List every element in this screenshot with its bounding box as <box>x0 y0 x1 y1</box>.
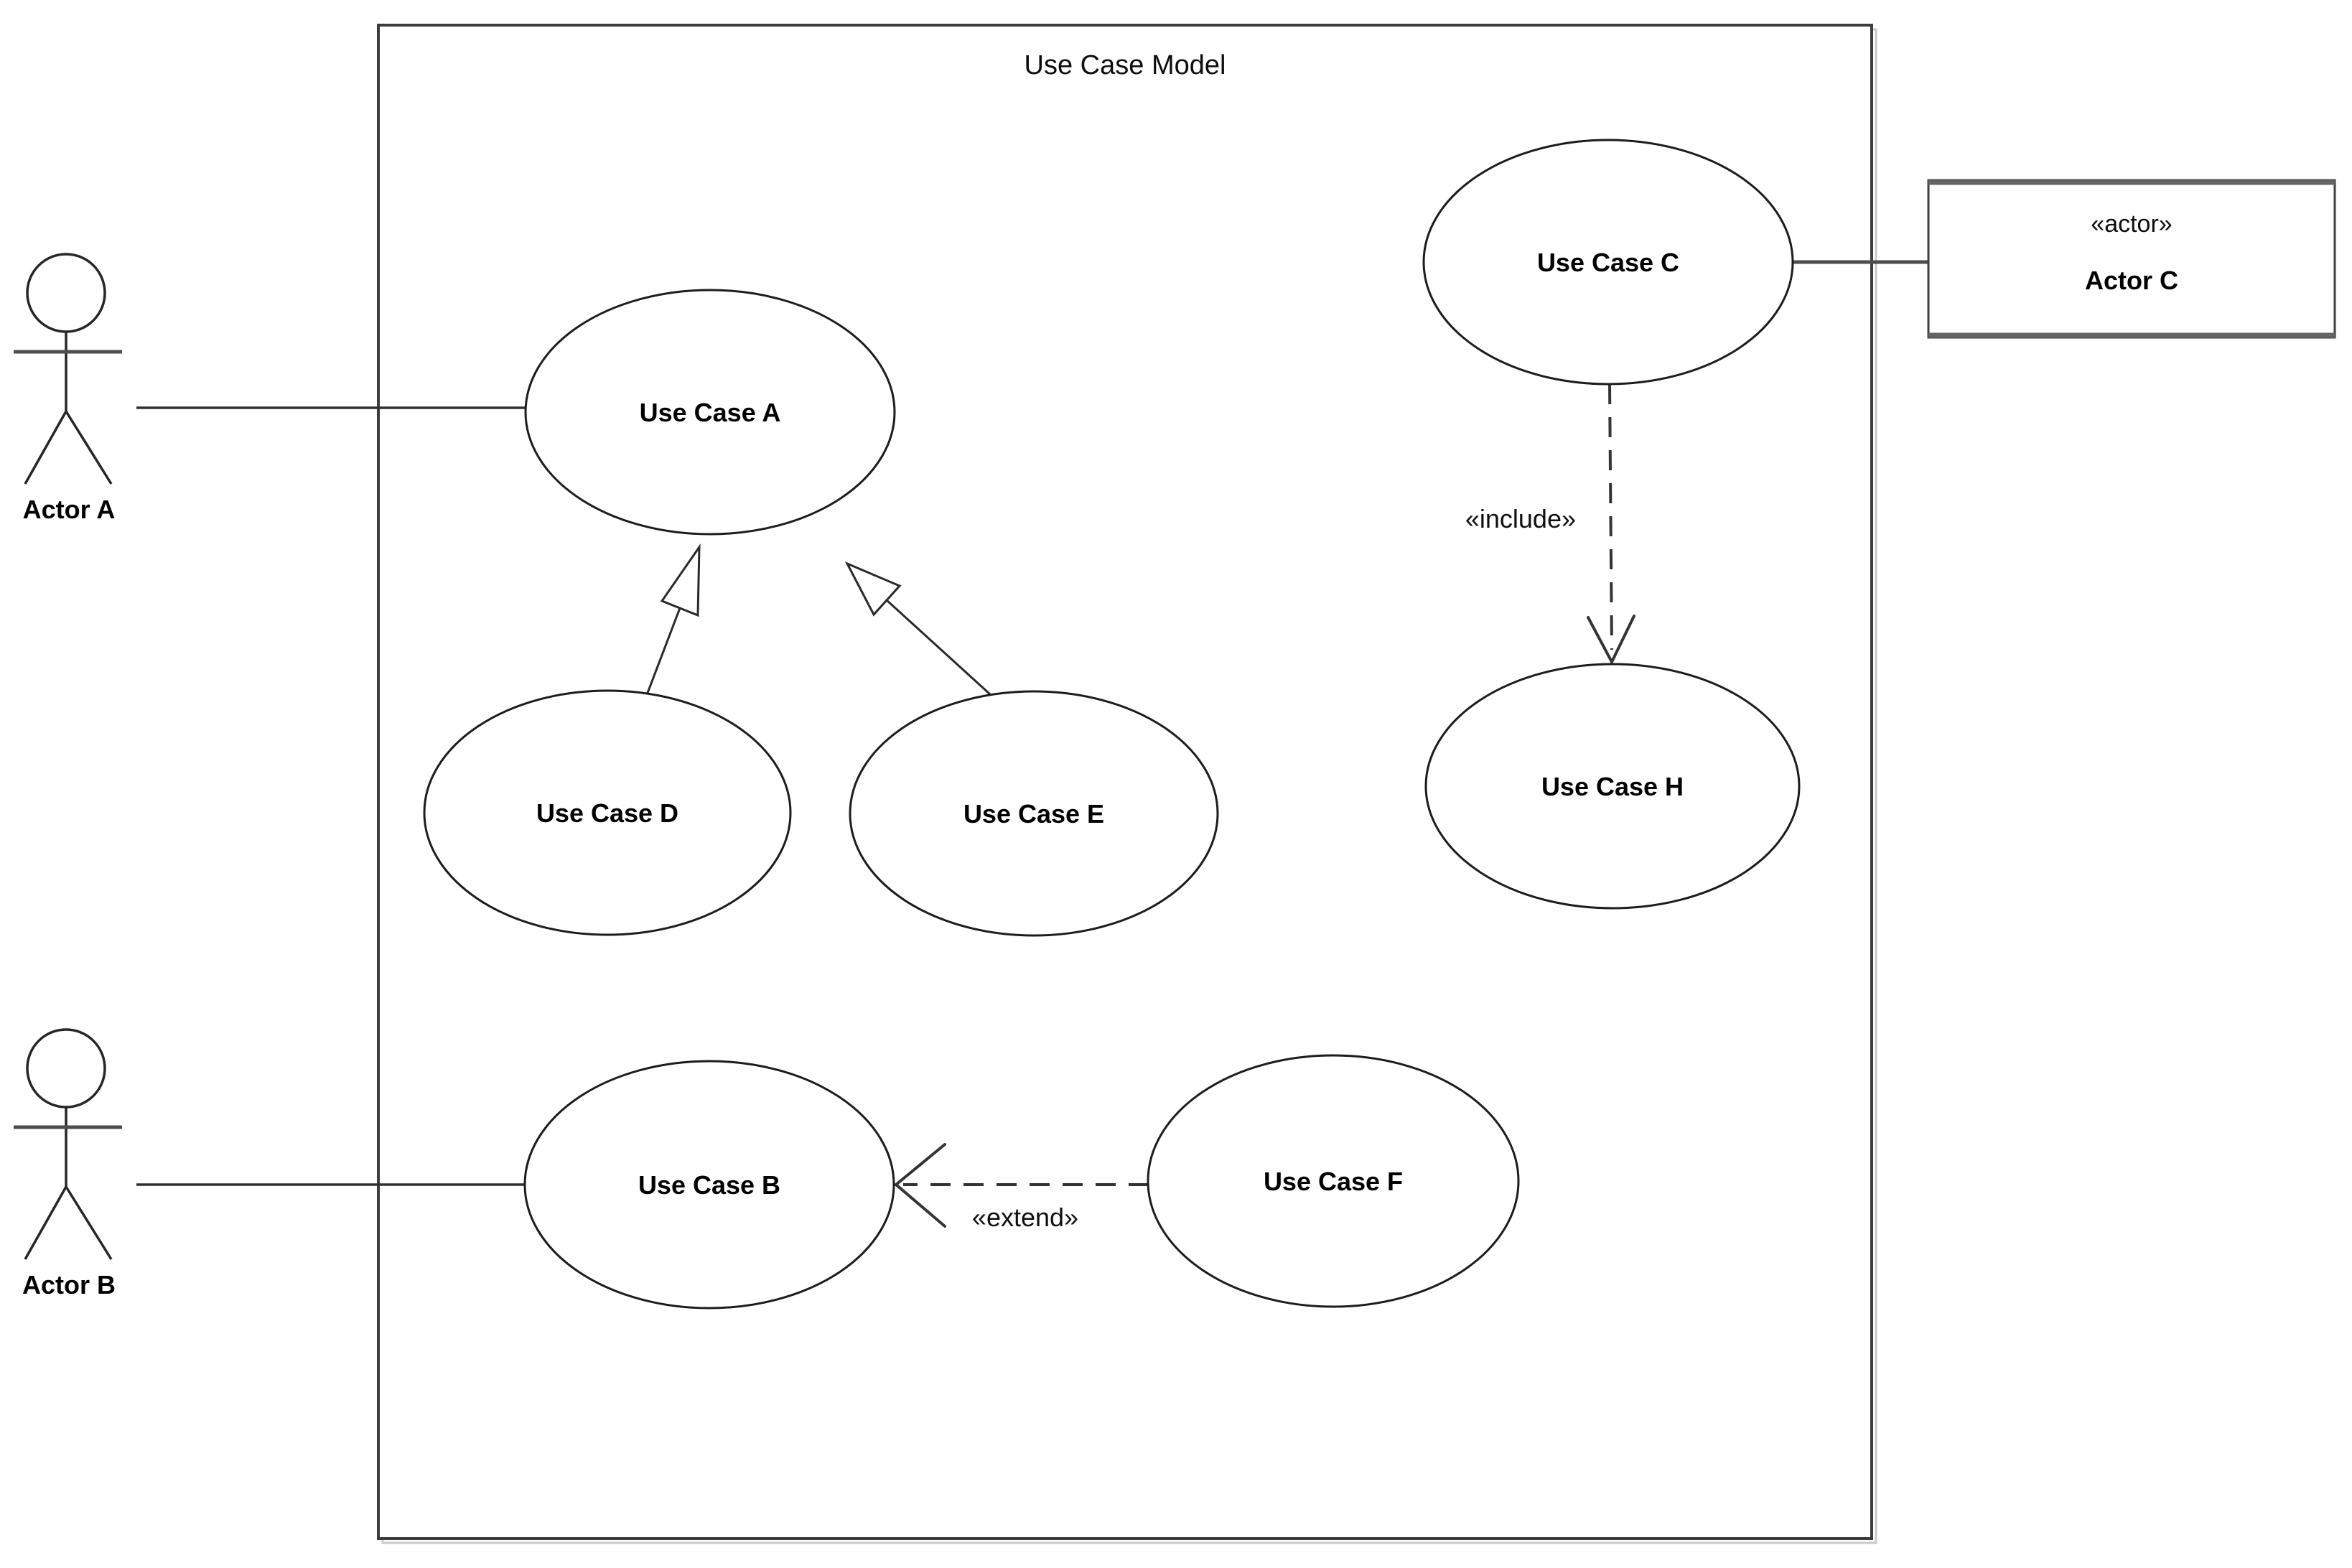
actor-a[interactable]: Actor A <box>14 253 122 524</box>
use-case-b[interactable]: Use Case B <box>523 1060 895 1310</box>
use-case-e-ellipse[interactable] <box>849 690 1219 937</box>
use-case-h[interactable]: Use Case H <box>1424 663 1801 910</box>
use-case-d[interactable]: Use Case D <box>423 689 792 936</box>
actor-b-head <box>26 1028 106 1109</box>
generalization-e-to-a[interactable] <box>844 561 991 696</box>
include-dependency-c-to-h[interactable]: «include» <box>1465 383 1635 666</box>
include-label: «include» <box>1465 504 1576 533</box>
use-case-e[interactable]: Use Case E <box>849 690 1219 937</box>
use-case-d-label: Use Case D <box>536 798 678 828</box>
use-case-f-ellipse[interactable] <box>1147 1054 1520 1308</box>
extend-label: «extend» <box>972 1203 1078 1232</box>
use-case-h-ellipse[interactable] <box>1424 663 1801 910</box>
extend-dependency-f-to-b[interactable]: «extend» <box>893 1143 1149 1232</box>
generalization-d-to-a[interactable] <box>646 543 701 694</box>
use-case-f[interactable]: Use Case F <box>1147 1054 1520 1308</box>
include-arrowhead-icon <box>1587 615 1635 666</box>
generalization-e-line <box>885 599 991 696</box>
use-case-b-ellipse[interactable] <box>523 1060 895 1310</box>
use-case-f-label: Use Case F <box>1264 1167 1403 1196</box>
actor-c-label: Actor C <box>2085 266 2178 295</box>
actor-b[interactable]: Actor B <box>14 1028 122 1299</box>
actor-c-stereotype: «actor» <box>2091 210 2172 238</box>
generalization-d-line <box>646 607 681 694</box>
use-case-c-ellipse[interactable] <box>1422 139 1794 386</box>
use-case-c-label: Use Case C <box>1537 248 1679 277</box>
generalization-e-triangle-icon <box>844 561 902 617</box>
actor-b-leg-right <box>65 1186 113 1260</box>
use-case-e-label: Use Case E <box>963 799 1104 829</box>
actor-c-rect[interactable] <box>1927 179 2336 339</box>
actor-c-box[interactable]: «actor» Actor C <box>1927 179 2336 339</box>
diagram-title: Use Case Model <box>1025 50 1226 80</box>
use-case-d-ellipse[interactable] <box>423 689 792 936</box>
use-case-b-label: Use Case B <box>638 1170 780 1200</box>
actor-b-leg-left <box>24 1186 67 1260</box>
include-dashed-line <box>1608 383 1613 650</box>
actor-a-leg-right <box>65 411 113 485</box>
use-case-a-label: Use Case A <box>640 398 781 427</box>
actor-b-label: Actor B <box>22 1270 116 1299</box>
extend-arrowhead-icon <box>893 1143 946 1228</box>
use-case-c[interactable]: Use Case C <box>1422 139 1794 386</box>
actor-a-leg-left <box>24 411 67 485</box>
use-case-a-ellipse[interactable] <box>524 289 896 536</box>
actor-a-label: Actor A <box>23 495 116 524</box>
use-case-a[interactable]: Use Case A <box>524 289 896 536</box>
actor-a-head <box>26 253 106 333</box>
generalization-d-triangle-icon <box>660 543 701 617</box>
use-case-h-label: Use Case H <box>1541 772 1684 801</box>
